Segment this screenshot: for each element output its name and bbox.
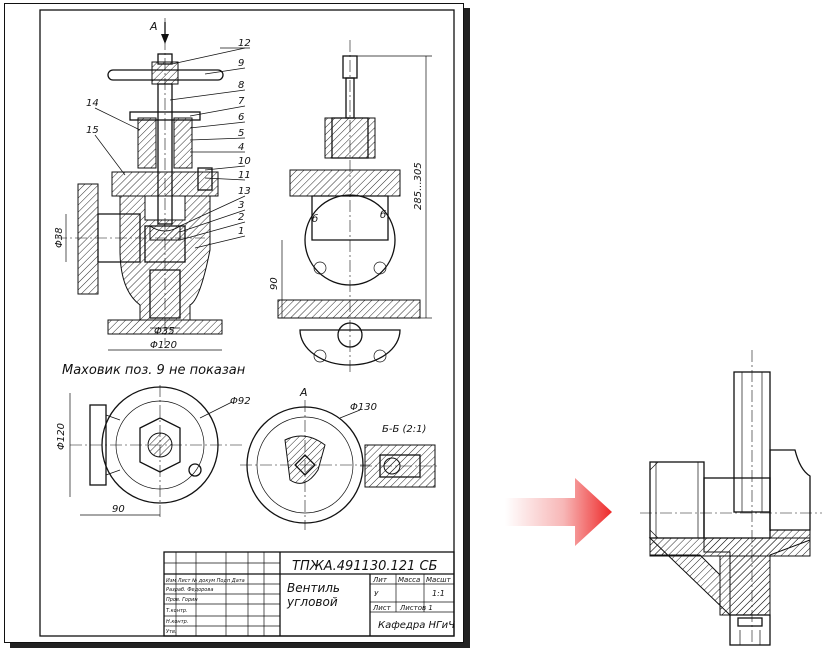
tb-row-3: Т.контр. (166, 608, 188, 614)
callout-1: 1 (238, 226, 244, 237)
callout-10: 10 (238, 156, 251, 167)
title-block: ТПЖА.491130.121 СБ Вентиль угловой Лит М… (163, 551, 455, 637)
section-bb: Б-Б (2:1) (360, 424, 440, 488)
title-name-line1: Вентиль (287, 581, 340, 595)
tb-row-2: Пров. Горин (166, 597, 198, 603)
tb-row-4: Н.контр. (166, 619, 188, 625)
callout-14: 14 (86, 98, 99, 109)
callout-8: 8 (238, 80, 244, 91)
view-label-a: А (299, 386, 308, 399)
detail-part (640, 350, 822, 646)
callout-5: 5 (238, 128, 244, 139)
callout-9: 9 (238, 58, 244, 69)
col-mass: Масса (398, 576, 420, 584)
callout-13: 13 (238, 186, 251, 197)
section-mark-left: б (312, 213, 318, 225)
tb-row-0: Изм Лист № докум Подп Дата (166, 578, 245, 584)
dim-h90-side: 90 (269, 277, 280, 290)
drawing-sheet (4, 3, 464, 643)
dim-h285: 285...305 (413, 162, 424, 210)
dim-d120-bottom: Φ120 (150, 340, 177, 351)
inner-frame (39, 9, 455, 637)
callout-3: 3 (238, 200, 244, 211)
section-label: Б-Б (2:1) (382, 424, 426, 435)
title-code: ТПЖА.491130.121 СБ (292, 559, 438, 574)
callout-7: 7 (238, 96, 245, 107)
dim-d35: Φ35 (154, 326, 175, 337)
front-section-view: А (54, 18, 251, 351)
title-name-line2: угловой (286, 595, 338, 609)
scale-value: 1:1 (432, 589, 445, 598)
col-lit: Лит (372, 576, 388, 584)
dim-d38: Φ38 (54, 227, 65, 248)
view-a: А Φ130 (240, 386, 377, 530)
dim-w90-plan: 90 (112, 504, 125, 515)
callout-6: 6 (238, 112, 244, 123)
sheets-label: Листов 1 (399, 604, 433, 612)
dim-d130: Φ130 (350, 402, 377, 413)
callout-11: 11 (238, 170, 251, 181)
right-arrow-icon (505, 478, 612, 546)
view-label-top: А (149, 20, 158, 33)
sheet-label: Лист (372, 604, 392, 612)
callout-15: 15 (86, 125, 99, 136)
dim-d120-left: Φ120 (56, 423, 67, 450)
department: Кафедра НГиЧ (378, 620, 455, 631)
callout-2: 2 (238, 212, 244, 223)
lit-value: У (374, 590, 379, 598)
tb-row-5: Утв. (166, 629, 177, 635)
section-mark-right: б (380, 209, 386, 221)
dim-d92: Φ92 (230, 396, 251, 407)
note-handwheel: Маховик поз. 9 не показан (62, 363, 246, 378)
col-scale: Масшт (426, 576, 452, 584)
callout-12: 12 (238, 38, 251, 49)
plan-view: Φ120 90 Φ92 (56, 385, 251, 520)
callout-4: 4 (238, 142, 244, 153)
side-view: б б 90 285...305 (269, 40, 432, 375)
tb-row-1: Разраб. Федорова (166, 587, 213, 593)
